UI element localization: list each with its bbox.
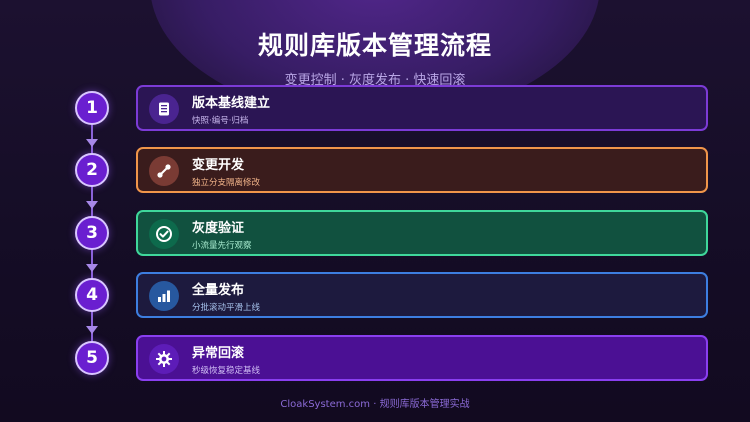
step-number-4: 4 xyxy=(75,278,109,312)
step-number-1: 1 xyxy=(75,91,109,125)
arrow-down-icon xyxy=(86,326,98,334)
step-label: 异常回滚 xyxy=(192,346,245,361)
document-list-icon xyxy=(149,94,179,124)
step-card-gray-release: 灰度验证 小流量先行观察 xyxy=(136,210,708,256)
step-description: 小流量先行观察 xyxy=(192,241,252,251)
step-number-3: 3 xyxy=(75,216,109,250)
step-description: 秒级恢复稳定基线 xyxy=(192,366,261,376)
arrow-down-icon xyxy=(86,264,98,272)
step-description: 快照·编号·归档 xyxy=(192,116,249,126)
step-card-development: 变更开发 独立分支隔离修改 xyxy=(136,147,708,193)
gear-icon xyxy=(149,344,179,374)
step-card-full-release: 全量发布 分批滚动平滑上线 xyxy=(136,272,708,318)
step-label: 变更开发 xyxy=(192,158,245,173)
step-label: 全量发布 xyxy=(192,283,245,298)
branch-icon xyxy=(149,156,179,186)
arrow-down-icon xyxy=(86,201,98,209)
step-label: 灰度验证 xyxy=(192,221,245,236)
step-number-2: 2 xyxy=(75,153,109,187)
footer-credit: CloakSystem.com · 规则库版本管理实战 xyxy=(280,399,470,410)
step-card-rollback: 异常回滚 秒级恢复稳定基线 xyxy=(136,335,708,381)
step-card-baseline: 版本基线建立 快照·编号·归档 xyxy=(136,85,708,131)
bar-chart-icon xyxy=(149,281,179,311)
step-label: 版本基线建立 xyxy=(192,96,271,111)
step-description: 分批滚动平滑上线 xyxy=(192,303,261,313)
step-description: 独立分支隔离修改 xyxy=(192,178,261,188)
page-title: 规则库版本管理流程 xyxy=(257,31,492,60)
arrow-down-icon xyxy=(86,139,98,147)
page-subtitle: 变更控制 · 灰度发布 · 快速回滚 xyxy=(284,73,466,88)
step-number-5: 5 xyxy=(75,341,109,375)
check-circle-icon xyxy=(149,219,179,249)
